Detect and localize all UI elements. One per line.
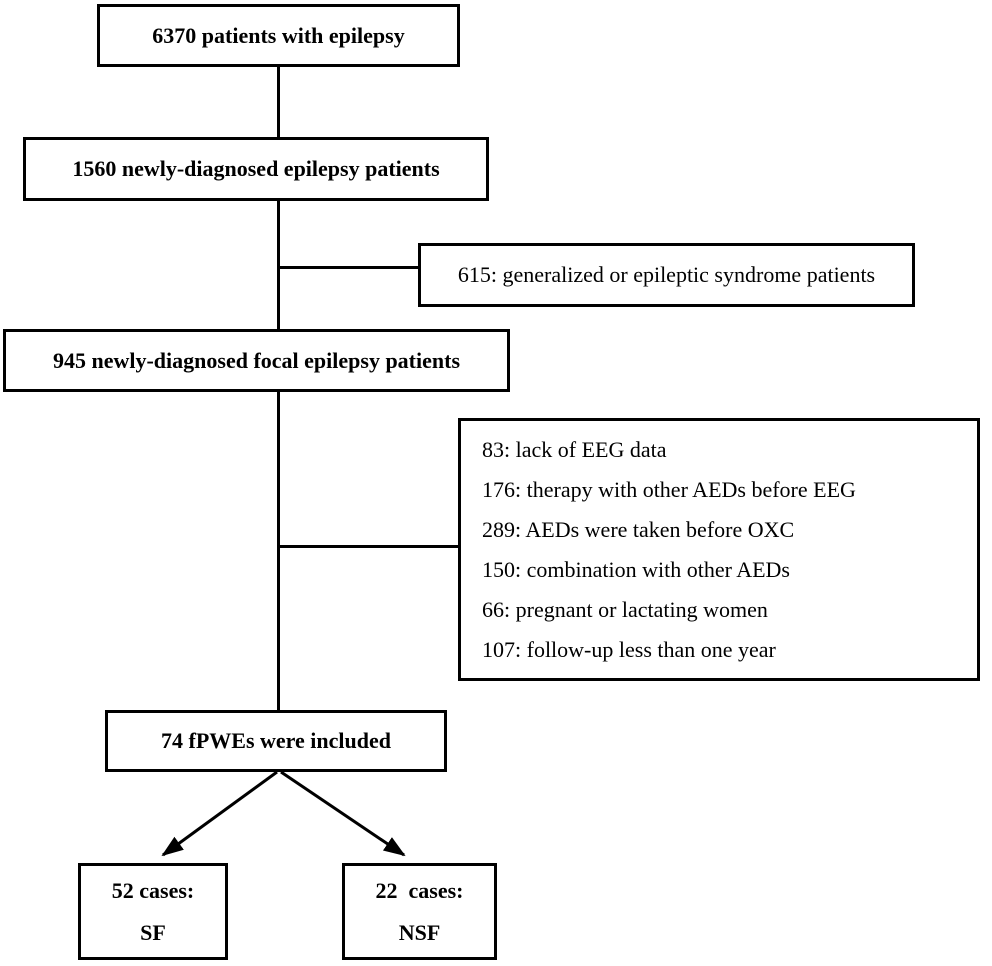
node-sf-count: 52 cases: [111,877,195,903]
connector-branch-excluded-generalized [279,266,419,269]
exclusion-item-followup: 107: follow-up less than one year [482,637,776,662]
node-excluded-generalized: 615: generalized or epileptic syndrome p… [418,243,915,307]
node-nsf: 22 cases: NSF [342,863,497,960]
node-focal-patients-label: 945 newly-diagnosed focal epilepsy patie… [52,347,461,373]
exclusion-item-other-aeds: 176: therapy with other AEDs before EEG [482,477,856,502]
node-excluded-generalized-label: 615: generalized or epileptic syndrome p… [457,262,876,287]
node-sf: 52 cases: SF [78,863,228,960]
exclusion-item-before-oxc: 289: AEDs were taken before OXC [482,517,795,542]
arrow-to-nsf [280,770,406,857]
node-nsf-count: 22 cases: [375,877,464,903]
node-nsf-label: NSF [398,919,441,945]
node-exclusion-list: 83: lack of EEG data 176: therapy with o… [458,418,980,681]
connector-total-to-newly [277,67,280,137]
node-included: 74 fPWEs were included [105,710,447,772]
exclusion-item-eeg-data: 83: lack of EEG data [482,437,667,462]
connector-focal-to-included [277,392,280,710]
node-total-patients-label: 6370 patients with epilepsy [152,22,405,48]
node-newly-diagnosed: 1560 newly-diagnosed epilepsy patients [23,137,489,201]
connector-newly-to-focal [277,201,280,329]
arrow-to-sf [161,770,278,857]
node-newly-diagnosed-label: 1560 newly-diagnosed epilepsy patients [72,156,440,181]
branch-arrows [161,770,406,857]
connector-branch-exclusions [279,545,459,548]
exclusion-item-pregnant: 66: pregnant or lactating women [482,597,768,622]
node-focal-patients: 945 newly-diagnosed focal epilepsy patie… [3,329,510,392]
node-sf-label: SF [140,919,166,945]
node-included-label: 74 fPWEs were included [161,728,391,753]
exclusion-item-combination: 150: combination with other AEDs [482,557,790,582]
node-total-patients: 6370 patients with epilepsy [97,4,460,67]
